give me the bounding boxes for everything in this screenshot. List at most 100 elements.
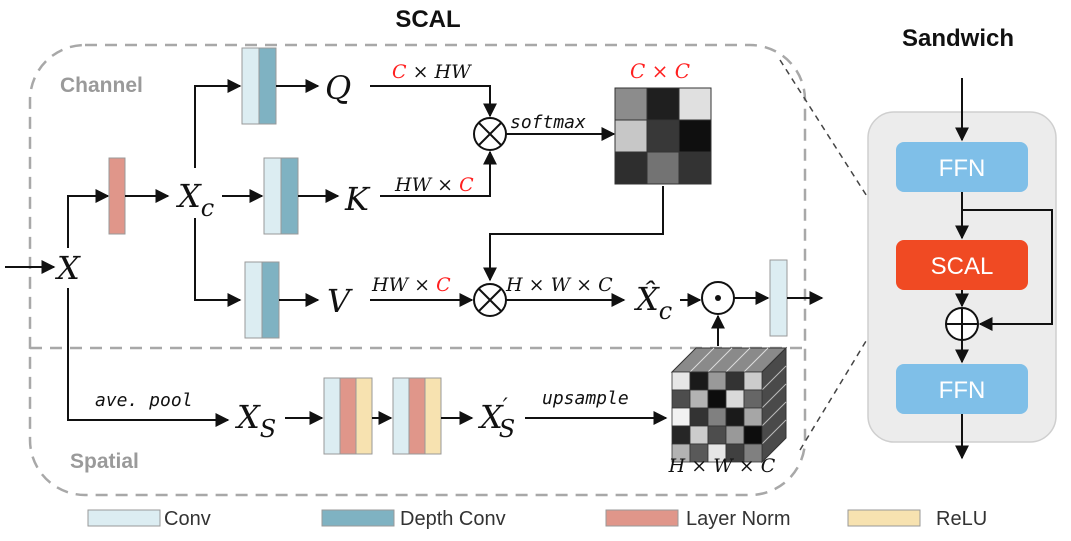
- legend-swatch-conv: [87, 509, 161, 527]
- cube-cell: [707, 425, 727, 445]
- attention-cell: [614, 119, 648, 153]
- cube-side-gridline: [761, 383, 787, 409]
- cube-cell: [707, 407, 727, 427]
- scal-block: [896, 240, 1028, 290]
- attention-cell: [614, 151, 648, 185]
- channel-label: Channel: [60, 74, 143, 97]
- xc-label: Xc: [175, 177, 214, 222]
- output-conv-block: [769, 259, 788, 337]
- zoom-line-top: [779, 59, 901, 249]
- ffn-bottom-block: [896, 364, 1028, 414]
- x-label: X: [54, 249, 81, 287]
- ffn-top-block: [896, 142, 1028, 192]
- attention-matrix: [614, 87, 712, 185]
- cube-cell: [689, 371, 709, 391]
- attention-cell: [646, 119, 680, 153]
- scal-block-label: SCAL: [931, 253, 994, 280]
- cube-cell: [689, 425, 709, 445]
- spatial-relu-block-2: [424, 377, 442, 455]
- cube-side-gridline: [761, 365, 787, 391]
- spatial-conv-block-2: [392, 377, 410, 455]
- upsample-label: upsample: [542, 388, 629, 409]
- q-to-multiply-line: [370, 85, 497, 118]
- cube-cell: [689, 389, 709, 409]
- q-conv-block: [241, 47, 260, 125]
- scal-title: SCAL: [395, 6, 460, 33]
- cube-cell: [743, 443, 763, 463]
- cube-cell: [725, 389, 745, 409]
- k-depth-conv-block: [280, 157, 299, 235]
- cube-side-gridline: [761, 401, 787, 427]
- x-to-layernorm-line: [67, 189, 110, 248]
- legend-label-depth-conv: Depth Conv: [400, 508, 506, 530]
- attention-dim-label: C × C: [630, 59, 690, 83]
- cube-cell: [689, 407, 709, 427]
- spatial-conv-block-1: [323, 377, 341, 455]
- cube-cell: [725, 425, 745, 445]
- v-label: V: [327, 282, 353, 320]
- layer-norm-block: [108, 157, 126, 235]
- cube-cell: [707, 389, 727, 409]
- ffn-top-label: FFN: [939, 155, 986, 182]
- attention-cell: [678, 119, 712, 153]
- q-label: Q: [325, 69, 351, 107]
- add-cross: [946, 308, 978, 340]
- attention-cell: [678, 87, 712, 121]
- scal-container: [28, 43, 807, 497]
- cube-cell: [707, 371, 727, 391]
- cube-cell: [671, 371, 691, 391]
- sandwich-title: Sandwich: [902, 25, 1014, 52]
- k-dim-label: HW × C: [394, 174, 474, 196]
- legend-label-conv: Conv: [164, 508, 211, 530]
- hadamard-dot: [715, 295, 721, 301]
- attention-cell: [646, 87, 680, 121]
- cube-cell: [671, 425, 691, 445]
- x-to-avepool-line: [67, 288, 230, 427]
- spatial-layernorm-block-1: [339, 377, 357, 455]
- k-to-multiply-line: [380, 150, 497, 197]
- cube-cell: [725, 407, 745, 427]
- cube-cell: [671, 407, 691, 427]
- q-depth-conv-block: [258, 47, 277, 125]
- v-conv-block: [244, 261, 263, 339]
- cube-cell: [671, 389, 691, 409]
- residual-connection: [962, 209, 1053, 331]
- xs-prime-label: X′S: [477, 395, 515, 443]
- cube-top-gridline: [707, 347, 733, 373]
- q-dim-label: C × HW: [392, 61, 472, 83]
- softmax-label: softmax: [510, 112, 586, 133]
- output-dim-label: H × W × C: [505, 274, 613, 296]
- cube-side-gridline: [761, 419, 787, 445]
- legend-label-relu: ReLU: [936, 508, 987, 530]
- attention-to-multiply-line: [483, 186, 664, 282]
- attention-cell: [614, 87, 648, 121]
- spatial-layernorm-block-2: [408, 377, 426, 455]
- k-label: K: [344, 180, 371, 218]
- cube-cell: [743, 425, 763, 445]
- cube-top-gridline: [725, 347, 751, 373]
- cube-cell: [743, 389, 763, 409]
- legend-swatch-relu: [847, 509, 921, 527]
- qk-multiply-cross: [478, 122, 502, 146]
- xs-label: XS: [234, 398, 276, 443]
- av-multiply-cross: [478, 288, 502, 312]
- cube-top-gridline: [743, 347, 769, 373]
- legend-swatch-depth-conv: [321, 509, 395, 527]
- legend-label-layer-norm: Layer Norm: [686, 508, 790, 530]
- spatial-relu-block-1: [355, 377, 373, 455]
- legend: Conv Depth Conv Layer Norm ReLU: [87, 508, 987, 530]
- cube-top-gridline: [689, 347, 715, 373]
- attention-cell: [646, 151, 680, 185]
- legend-swatch-layer-norm: [605, 509, 679, 527]
- attention-cell: [678, 151, 712, 185]
- cube-cell: [725, 371, 745, 391]
- spatial-attention-cube: [670, 346, 788, 464]
- cube-cell: [743, 407, 763, 427]
- ave-pool-label: ave. pool: [95, 390, 193, 411]
- cube-cell: [743, 371, 763, 391]
- k-conv-block: [263, 157, 282, 235]
- v-depth-conv-block: [261, 261, 280, 339]
- xc-to-v-branch: [194, 218, 242, 307]
- cube-dim-label: H × W × C: [668, 455, 776, 477]
